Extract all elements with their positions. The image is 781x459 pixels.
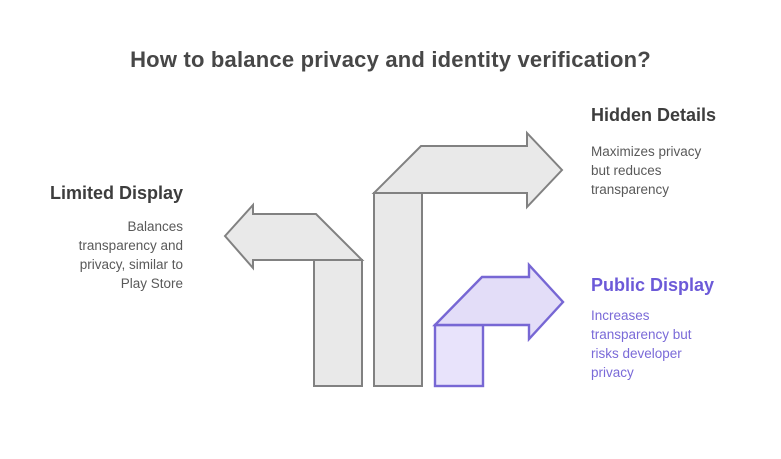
limited-display-description: Balances transparency and privacy, simil… [20,217,183,293]
description-line: risks developer [591,346,682,361]
limited-display-arrow-head [223,202,365,271]
hidden-details-description: Maximizes privacy but reduces transparen… [591,142,771,199]
public-display-arrow [432,261,565,388]
description-line: privacy [591,365,634,380]
hidden-details-block: Hidden Details Maximizes privacy but red… [591,104,771,199]
description-line: Play Store [120,276,183,291]
description-line: Maximizes privacy [591,144,702,159]
hidden-details-arrow-head [371,130,564,210]
public-display-title: Public Display [591,275,715,295]
description-line: Increases [591,308,650,323]
limited-display-arrow [223,202,365,387]
description-line: transparency [591,182,670,197]
limited-display-block: Limited Display Balances transparency an… [20,182,183,293]
description-line: privacy, similar to [79,257,183,272]
description-line: transparency and [78,238,183,253]
hidden-details-title: Hidden Details [591,105,717,125]
hidden-details-arrow-stem [373,192,423,387]
public-display-block: Public Display Increases transparency bu… [591,274,771,382]
description-line: transparency but [591,327,692,342]
hidden-details-arrow [371,130,564,387]
public-display-arrow-head [432,261,565,343]
description-line: Balances [127,219,183,234]
public-display-arrow-stem [433,323,485,388]
public-display-description: Increases transparency but risks develop… [591,306,771,382]
limited-display-arrow-stem [313,259,363,387]
description-line: but reduces [591,163,662,178]
limited-display-title: Limited Display [49,183,183,203]
page-title: How to balance privacy and identity veri… [130,47,651,72]
